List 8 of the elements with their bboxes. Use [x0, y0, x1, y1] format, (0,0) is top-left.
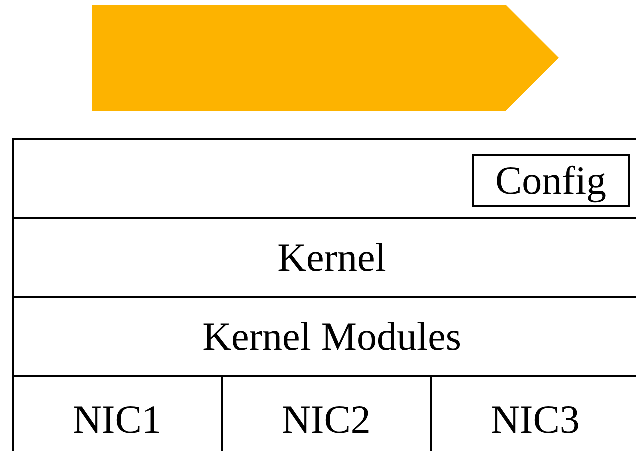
layer-label: NIC1	[73, 400, 162, 440]
config-box	[472, 154, 630, 207]
layer-box	[12, 138, 636, 219]
layer-label: Config	[495, 160, 607, 200]
layer-label: NIC3	[491, 400, 580, 440]
layer-label: Kernel Modules	[202, 316, 462, 356]
layer-label: Kernel	[278, 238, 386, 278]
layer-label: NIC2	[282, 400, 371, 440]
